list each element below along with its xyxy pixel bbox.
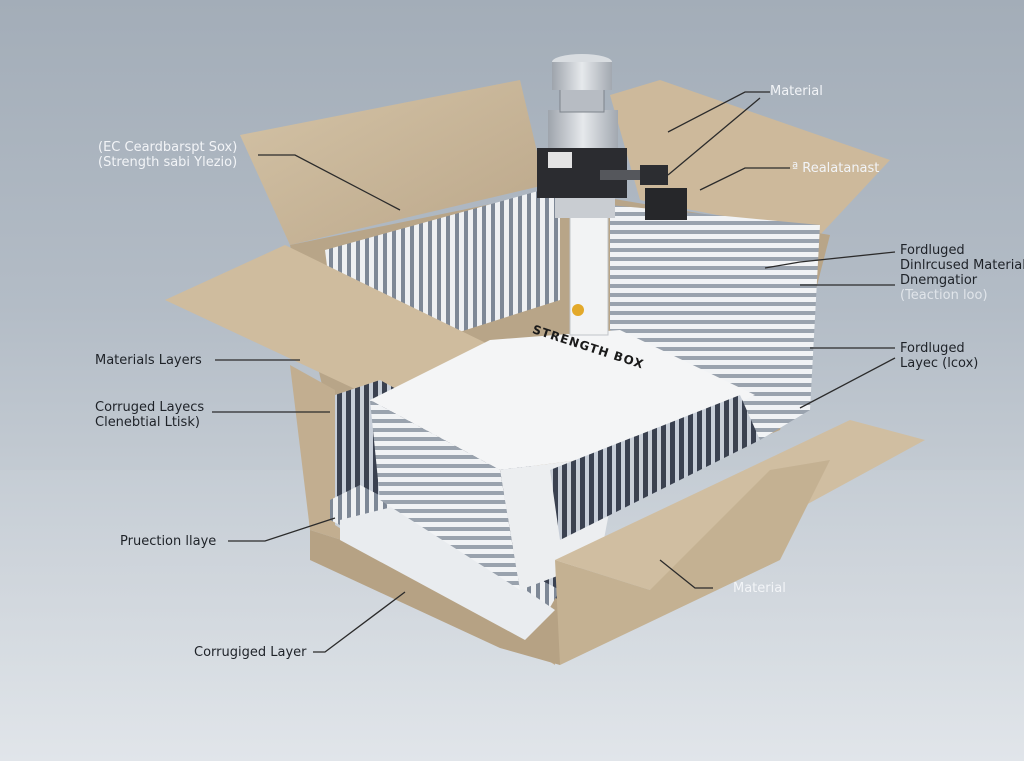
mechanism-arm-end-top <box>640 165 668 185</box>
mechanism-panel <box>548 152 572 168</box>
box-right-front-wall <box>555 460 830 665</box>
corrugated-block-right <box>610 205 820 440</box>
label-cardboard-box: (EC Ceardbarspt Sox) (Strength sabi Ylez… <box>98 140 238 170</box>
dark-layer-right <box>550 395 760 540</box>
label-corrugated-layer-right: Fordluged Layec (lcox) <box>900 341 979 371</box>
label-corrugated-material: Fordluged Dinlrcused Material Dnemgatior… <box>900 243 1024 303</box>
left-flap <box>165 245 490 410</box>
mechanism-spring <box>559 87 605 113</box>
mechanism-base <box>548 110 618 155</box>
mechanism-arm <box>600 170 660 180</box>
label-corrugated-layers: Corruged Layecs Clenebtial Ltisk) <box>95 400 205 430</box>
strength-box-left <box>370 400 520 590</box>
label-materials-layers: Materials Layers <box>95 353 202 368</box>
front-fin-row <box>340 505 555 640</box>
indicator-light <box>572 304 584 316</box>
mechanism-stem <box>555 198 615 218</box>
label-material-top: Material <box>770 84 823 99</box>
leader-lines <box>212 91 896 653</box>
mechanism-arm-end <box>645 188 687 220</box>
label-reinforcement: ª Realatanast <box>792 161 880 176</box>
label-protection-layer: Pruection llaye <box>120 534 217 549</box>
back-left-flap <box>240 80 545 245</box>
label-corrugated-layer-bottom: Corrugiged Layer <box>194 645 307 660</box>
mechanism-cap-body <box>552 62 612 90</box>
box-front-wall <box>310 530 560 665</box>
label-material-bottom: Material <box>733 581 786 596</box>
